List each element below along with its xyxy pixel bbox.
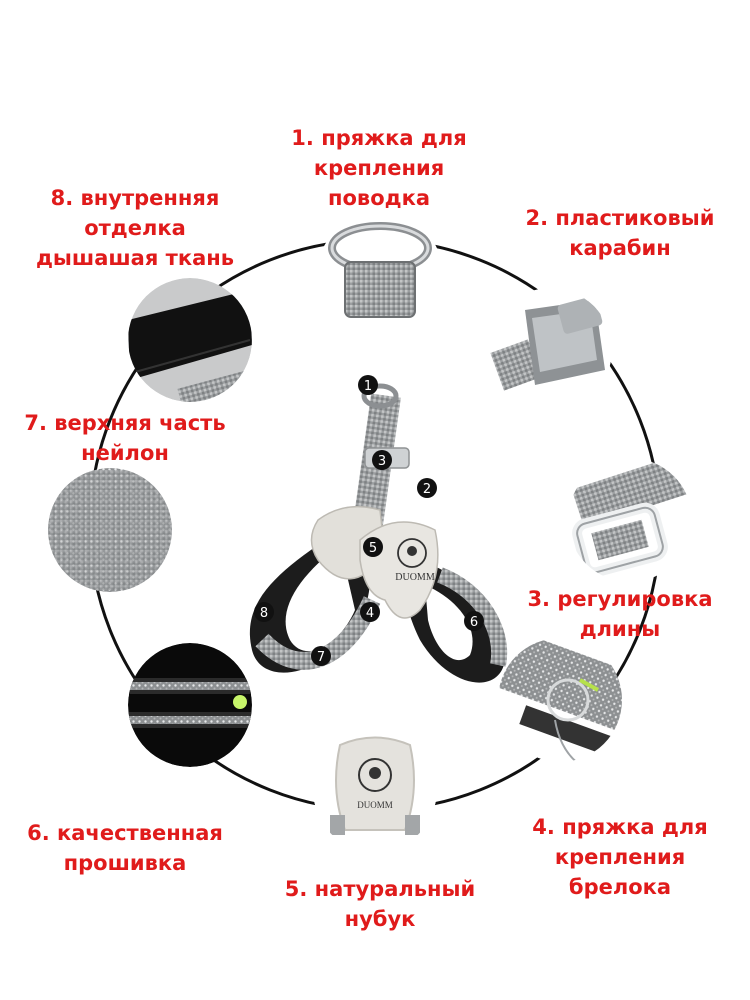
detail-plastic-buckle-photo — [488, 288, 612, 412]
feature-label-line: 2. пластиковый — [525, 206, 715, 230]
feature-label-4: 4. пряжка для крепления брелока — [500, 812, 740, 902]
feature-label-line: 4. пряжка для — [532, 815, 708, 839]
feature-label-2: 2. пластиковый карабин — [505, 203, 735, 263]
marker-5: 5 — [369, 541, 377, 556]
harness-brand-text: DUOMM — [395, 572, 435, 583]
feature-label-8: 8. внутренняя отделка дышашая ткань — [15, 183, 255, 273]
marker-2: 2 — [423, 482, 431, 497]
feature-label-line: брелока — [568, 875, 672, 899]
feature-label-line: крепления — [313, 156, 445, 180]
feature-label-line: 1. пряжка для — [291, 126, 467, 150]
detail-inner-padding-photo — [128, 278, 252, 402]
feature-label-line: крепления — [554, 845, 686, 869]
harness-main-image — [249, 383, 508, 683]
marker-3: 3 — [378, 454, 386, 469]
feature-label-line: 3. регулировка — [527, 587, 713, 611]
detail-stitching-photo — [128, 643, 252, 767]
feature-label-line: дышашая ткань — [35, 246, 235, 270]
marker-8: 8 — [260, 606, 268, 621]
marker-6: 6 — [470, 615, 478, 630]
detail-suede-plate-photo — [313, 728, 437, 852]
feature-label-1: 1. пряжка для крепления поводка — [264, 123, 494, 213]
feature-label-line: нубук — [344, 907, 416, 931]
feature-label-line: 7. верхняя часть — [24, 411, 226, 435]
detail-nylon-photo — [48, 468, 172, 592]
feature-label-7: 7. верхняя часть нейлон — [5, 408, 245, 468]
detail-leash-buckle-photo — [318, 213, 442, 337]
feature-label-3: 3. регулировка длины — [505, 584, 735, 644]
feature-label-line: нейлон — [81, 441, 169, 465]
feature-label-5: 5. натуральный нубук — [265, 874, 495, 934]
feature-label-line: 5. натуральный — [284, 877, 476, 901]
marker-4: 4 — [366, 606, 374, 621]
feature-label-line: 8. внутренняя — [50, 186, 220, 210]
number-markers: 1 2 3 4 5 6 7 8 — [254, 375, 484, 666]
detail-charm-buckle-photo — [498, 638, 622, 762]
feature-label-line: поводка — [327, 186, 431, 210]
detail-length-adjuster-photo — [568, 458, 692, 582]
marker-1: 1 — [364, 379, 372, 394]
suede-brand-text: DUOMM — [357, 800, 393, 810]
feature-label-line: прошивка — [63, 851, 187, 875]
feature-label-line: длины — [579, 617, 661, 641]
feature-label-line: отделка — [84, 216, 186, 240]
marker-7: 7 — [317, 650, 325, 665]
feature-label-line: 6. качественная — [27, 821, 223, 845]
feature-label-line: карабин — [569, 236, 671, 260]
feature-label-6: 6. качественная прошивка — [5, 818, 245, 878]
